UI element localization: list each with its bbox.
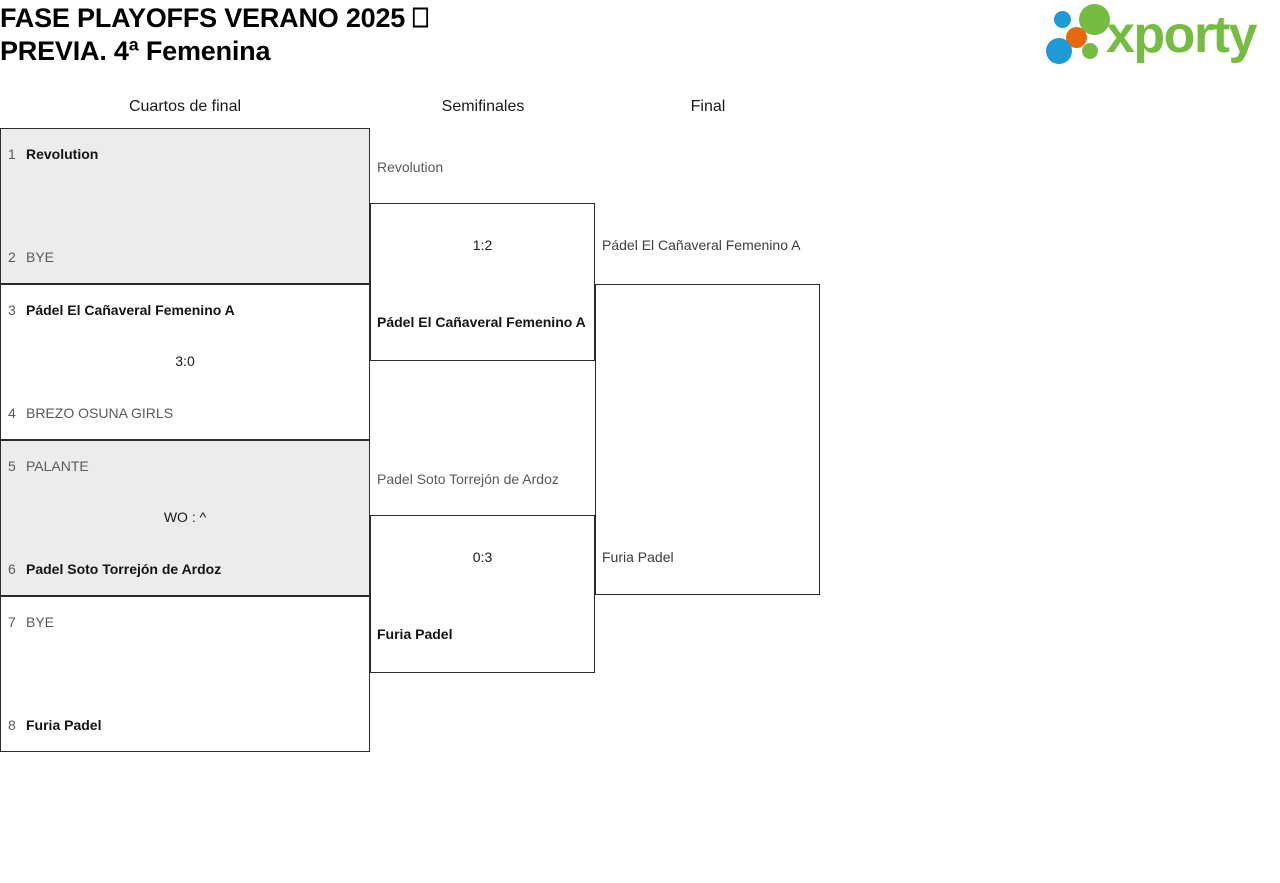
team-name: Padel Soto Torrejón de Ardoz (377, 471, 559, 487)
competitor-qf-4-bottom[interactable]: 8 Furia Padel (8, 716, 101, 734)
seed-number: 4 (8, 405, 16, 421)
team-name: Pádel El Cañaveral Femenino A (377, 314, 586, 330)
logo-dot-green-small (1082, 43, 1098, 59)
competitor-qf-4-top[interactable]: 7 BYE (8, 613, 54, 631)
match-score-qf-3: WO : ^ (163, 509, 207, 525)
logo-wordmark: xporty (1106, 6, 1257, 64)
competitor-qf-2-bottom[interactable]: 4 BREZO OSUNA GIRLS (8, 404, 173, 422)
competitor-final-top[interactable]: Pádel El Cañaveral Femenino A (602, 236, 800, 254)
match-box-qf-3[interactable]: WO : ^ (0, 440, 370, 596)
team-name: Padel Soto Torrejón de Ardoz (26, 561, 222, 577)
competitor-sf-2-top[interactable]: Padel Soto Torrejón de Ardoz (377, 470, 559, 488)
competitor-sf-1-top[interactable]: Revolution (377, 158, 443, 176)
team-name: PALANTE (26, 458, 89, 474)
competitor-qf-3-top[interactable]: 5 PALANTE (8, 457, 89, 475)
competitor-qf-2-top[interactable]: 3 Pádel El Cañaveral Femenino A (8, 301, 235, 319)
team-name: Revolution (26, 146, 99, 162)
competitor-qf-3-bottom[interactable]: 6 Padel Soto Torrejón de Ardoz (8, 560, 221, 578)
competitor-sf-2-bottom[interactable]: Furia Padel (377, 625, 452, 643)
match-box-sf-1[interactable]: 1:2 (370, 203, 595, 361)
competitor-qf-1-bottom[interactable]: 2 BYE (8, 248, 54, 266)
logo-dot-blue-large (1046, 38, 1072, 64)
seed-number: 8 (8, 717, 16, 733)
team-name: Pádel El Cañaveral Femenino A (602, 237, 801, 253)
seed-number: 7 (8, 614, 16, 630)
logo-dots-icon (1046, 4, 1118, 66)
seed-number: 1 (8, 146, 16, 162)
team-name: Furia Padel (377, 626, 453, 642)
seed-number: 5 (8, 458, 16, 474)
team-name: BYE (26, 614, 55, 630)
seed-number: 6 (8, 561, 16, 577)
team-name: BREZO OSUNA GIRLS (26, 405, 174, 421)
round-header-semifinals: Semifinales (441, 98, 525, 115)
competitor-qf-1-top[interactable]: 1 Revolution (8, 145, 98, 163)
competitor-sf-1-bottom[interactable]: Pádel El Cañaveral Femenino A (377, 313, 586, 331)
team-name: Furia Padel (602, 549, 674, 565)
logo-dot-orange (1066, 27, 1087, 48)
team-name: Revolution (377, 159, 444, 175)
team-name: BYE (26, 249, 55, 265)
round-header-quarterfinals: Cuartos de final (128, 98, 242, 115)
xporty-logo: xporty (1046, 4, 1274, 68)
match-score-qf-2: 3:0 (175, 353, 195, 369)
match-box-qf-1[interactable] (0, 128, 370, 284)
match-score-sf-2: 0:3 (472, 549, 493, 565)
match-box-final[interactable] (595, 284, 820, 595)
match-score-sf-1: 1:2 (472, 237, 493, 253)
logo-dot-blue-small (1054, 11, 1071, 28)
team-name: Pádel El Cañaveral Femenino A (26, 302, 235, 318)
match-box-qf-2[interactable]: 3:0 (0, 284, 370, 440)
match-box-qf-4[interactable] (0, 596, 370, 752)
match-box-sf-2[interactable]: 0:3 (370, 515, 595, 673)
competitor-final-bottom[interactable]: Furia Padel (602, 548, 674, 566)
page-title: FASE PLAYOFFS VERANO 2025 ⎕ PREVIA. 4ª F… (0, 3, 429, 66)
seed-number: 2 (8, 249, 16, 265)
seed-number: 3 (8, 302, 16, 318)
team-name: Furia Padel (26, 717, 102, 733)
round-header-final: Final (690, 98, 726, 115)
